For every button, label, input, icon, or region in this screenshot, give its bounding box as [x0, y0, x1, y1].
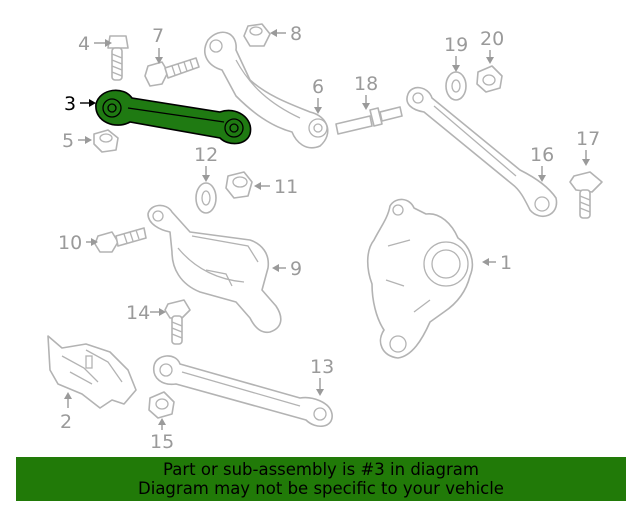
- part-11-nut[interactable]: [225, 171, 253, 199]
- part-5-nut[interactable]: [93, 129, 119, 153]
- callout-3: 3: [64, 93, 76, 115]
- callout-16: 16: [530, 144, 554, 166]
- callout-18: 18: [354, 73, 378, 95]
- callout-19: 19: [444, 34, 468, 56]
- callout-14: 14: [126, 302, 150, 324]
- callout-13: 13: [310, 356, 334, 378]
- part-10-bolt[interactable]: [94, 227, 147, 253]
- part-2-shield[interactable]: [47, 335, 137, 409]
- callout-17: 17: [576, 128, 600, 150]
- callout-8: 8: [290, 23, 302, 45]
- part-12-washer[interactable]: [195, 182, 217, 214]
- callout-4: 4: [78, 33, 90, 55]
- callout-9: 9: [290, 258, 302, 280]
- part-13-link[interactable]: [152, 355, 333, 427]
- callout-10: 10: [58, 232, 82, 254]
- part-4-bolt[interactable]: [107, 35, 129, 81]
- banner-line-1: Part or sub-assembly is #3 in diagram: [163, 460, 479, 479]
- part-3-lower-link-highlighted[interactable]: [95, 89, 252, 145]
- callout-1: 1: [500, 252, 512, 274]
- callout-15: 15: [150, 431, 174, 453]
- banner-line-2: Diagram may not be specific to your vehi…: [138, 479, 504, 498]
- part-19-washer[interactable]: [445, 71, 467, 101]
- callout-11: 11: [274, 176, 298, 198]
- callout-labels: 1 2 3 4 5 6 7 8 9 10 11 12 13 14 15 16 1…: [58, 23, 600, 453]
- part-20-nut[interactable]: [476, 65, 503, 93]
- part-6-upper-arm[interactable]: [204, 31, 329, 149]
- part-15-nut[interactable]: [148, 391, 175, 419]
- part-18-bolt[interactable]: [335, 106, 403, 135]
- callout-5: 5: [62, 130, 74, 152]
- parts-diagram: 1 2 3 4 5 6 7 8 9 10 11 12 13 14 15 16 1…: [47, 23, 603, 453]
- leader-lines: [64, 29, 590, 430]
- callout-20: 20: [480, 28, 504, 50]
- part-9-lower-control-arm[interactable]: [147, 204, 282, 334]
- part-17-bolt[interactable]: [569, 171, 603, 219]
- notice-banner: Part or sub-assembly is #3 in diagram Di…: [16, 457, 626, 501]
- callout-2: 2: [60, 411, 72, 433]
- callout-6: 6: [312, 76, 324, 98]
- part-7-bolt[interactable]: [144, 57, 200, 87]
- callout-12: 12: [194, 144, 218, 166]
- part-8-nut[interactable]: [243, 23, 271, 47]
- part-14-bolt[interactable]: [164, 299, 191, 345]
- part-16-control-arm[interactable]: [406, 86, 558, 218]
- part-1-knuckle[interactable]: [366, 198, 474, 359]
- callout-7: 7: [152, 25, 164, 47]
